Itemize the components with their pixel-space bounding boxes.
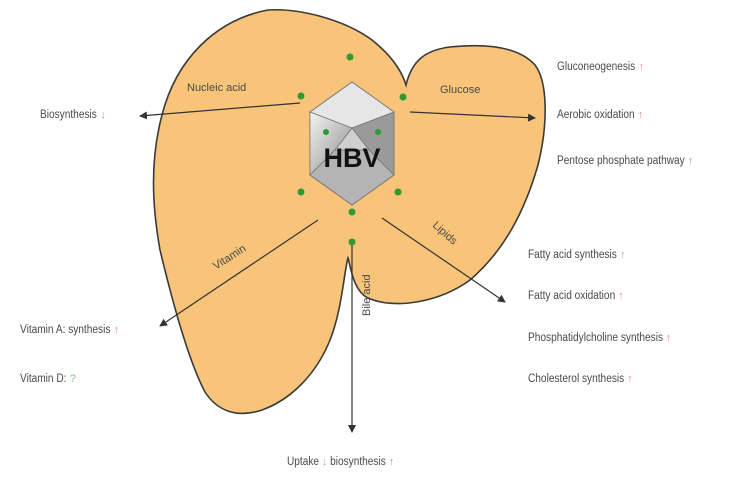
label-text: Phosphatidylcholine synthesis (528, 332, 663, 344)
dot (349, 209, 356, 216)
label-bile-outcome: Uptake↓biosynthesis↑ (287, 456, 394, 468)
label-text: Pentose phosphate pathway (557, 155, 685, 167)
dot (298, 189, 305, 196)
label-cholesterol: Cholesterol synthesis↑ (528, 373, 633, 385)
label-text: Biosynthesis (40, 109, 97, 121)
label-biosynthesis: Biosynthesis↓ (40, 109, 105, 121)
dot (395, 189, 402, 196)
label-vitamin-a: Vitamin A: synthesis ↑ (20, 324, 119, 336)
down-arrow-icon: ↓ (100, 109, 105, 121)
edge-label-bile-acid: Bile acid (361, 274, 373, 316)
up-arrow-icon: ↑ (618, 290, 623, 302)
label-fatty-acid-oxidation: Fatty acid oxidation↑ (528, 290, 624, 302)
label-phosphatidylcholine: Phosphatidylcholine synthesis↑ (528, 332, 671, 344)
label-text: Aerobic oxidation (557, 109, 635, 121)
edge-label-glucose: Glucose (440, 84, 480, 96)
label-text: Uptake (287, 456, 319, 468)
label-text: Fatty acid synthesis (528, 249, 617, 261)
up-arrow-icon: ↑ (620, 249, 625, 261)
down-arrow-icon: ↓ (322, 456, 327, 468)
label-text: Cholesterol synthesis (528, 373, 624, 385)
label-text: Gluconeogenesis (557, 61, 635, 73)
up-arrow-icon: ↑ (688, 155, 693, 167)
label-pentose-phosphate: Pentose phosphate pathway↑ (557, 155, 693, 167)
dot (400, 94, 407, 101)
label-text: Vitamin D: (20, 373, 67, 385)
label-gluconeogenesis: Gluconeogenesis↑ (557, 61, 644, 73)
hbv-label: HBV (323, 143, 380, 173)
up-arrow-icon: ↑ (638, 61, 643, 73)
dot (347, 54, 354, 61)
up-arrow-icon: ↑ (638, 109, 643, 121)
dot (375, 129, 381, 135)
up-arrow-icon: ↑ (666, 332, 671, 344)
edge-label-nucleic-acid: Nucleic acid (187, 82, 246, 94)
dot (349, 239, 356, 246)
question-mark-icon: ? (70, 373, 76, 385)
dot (298, 93, 305, 100)
up-arrow-icon: ↑ (627, 373, 632, 385)
label-aerobic-oxidation: Aerobic oxidation↑ (557, 109, 643, 121)
up-arrow-icon: ↑ (114, 324, 119, 336)
label-vitamin-d: Vitamin D:? (20, 373, 75, 385)
label-text: biosynthesis (330, 456, 386, 468)
label-text: Vitamin A: synthesis (20, 324, 110, 336)
dot (323, 129, 329, 135)
label-fatty-acid-synthesis: Fatty acid synthesis↑ (528, 249, 625, 261)
label-text: Fatty acid oxidation (528, 290, 615, 302)
up-arrow-icon: ↑ (389, 456, 394, 468)
